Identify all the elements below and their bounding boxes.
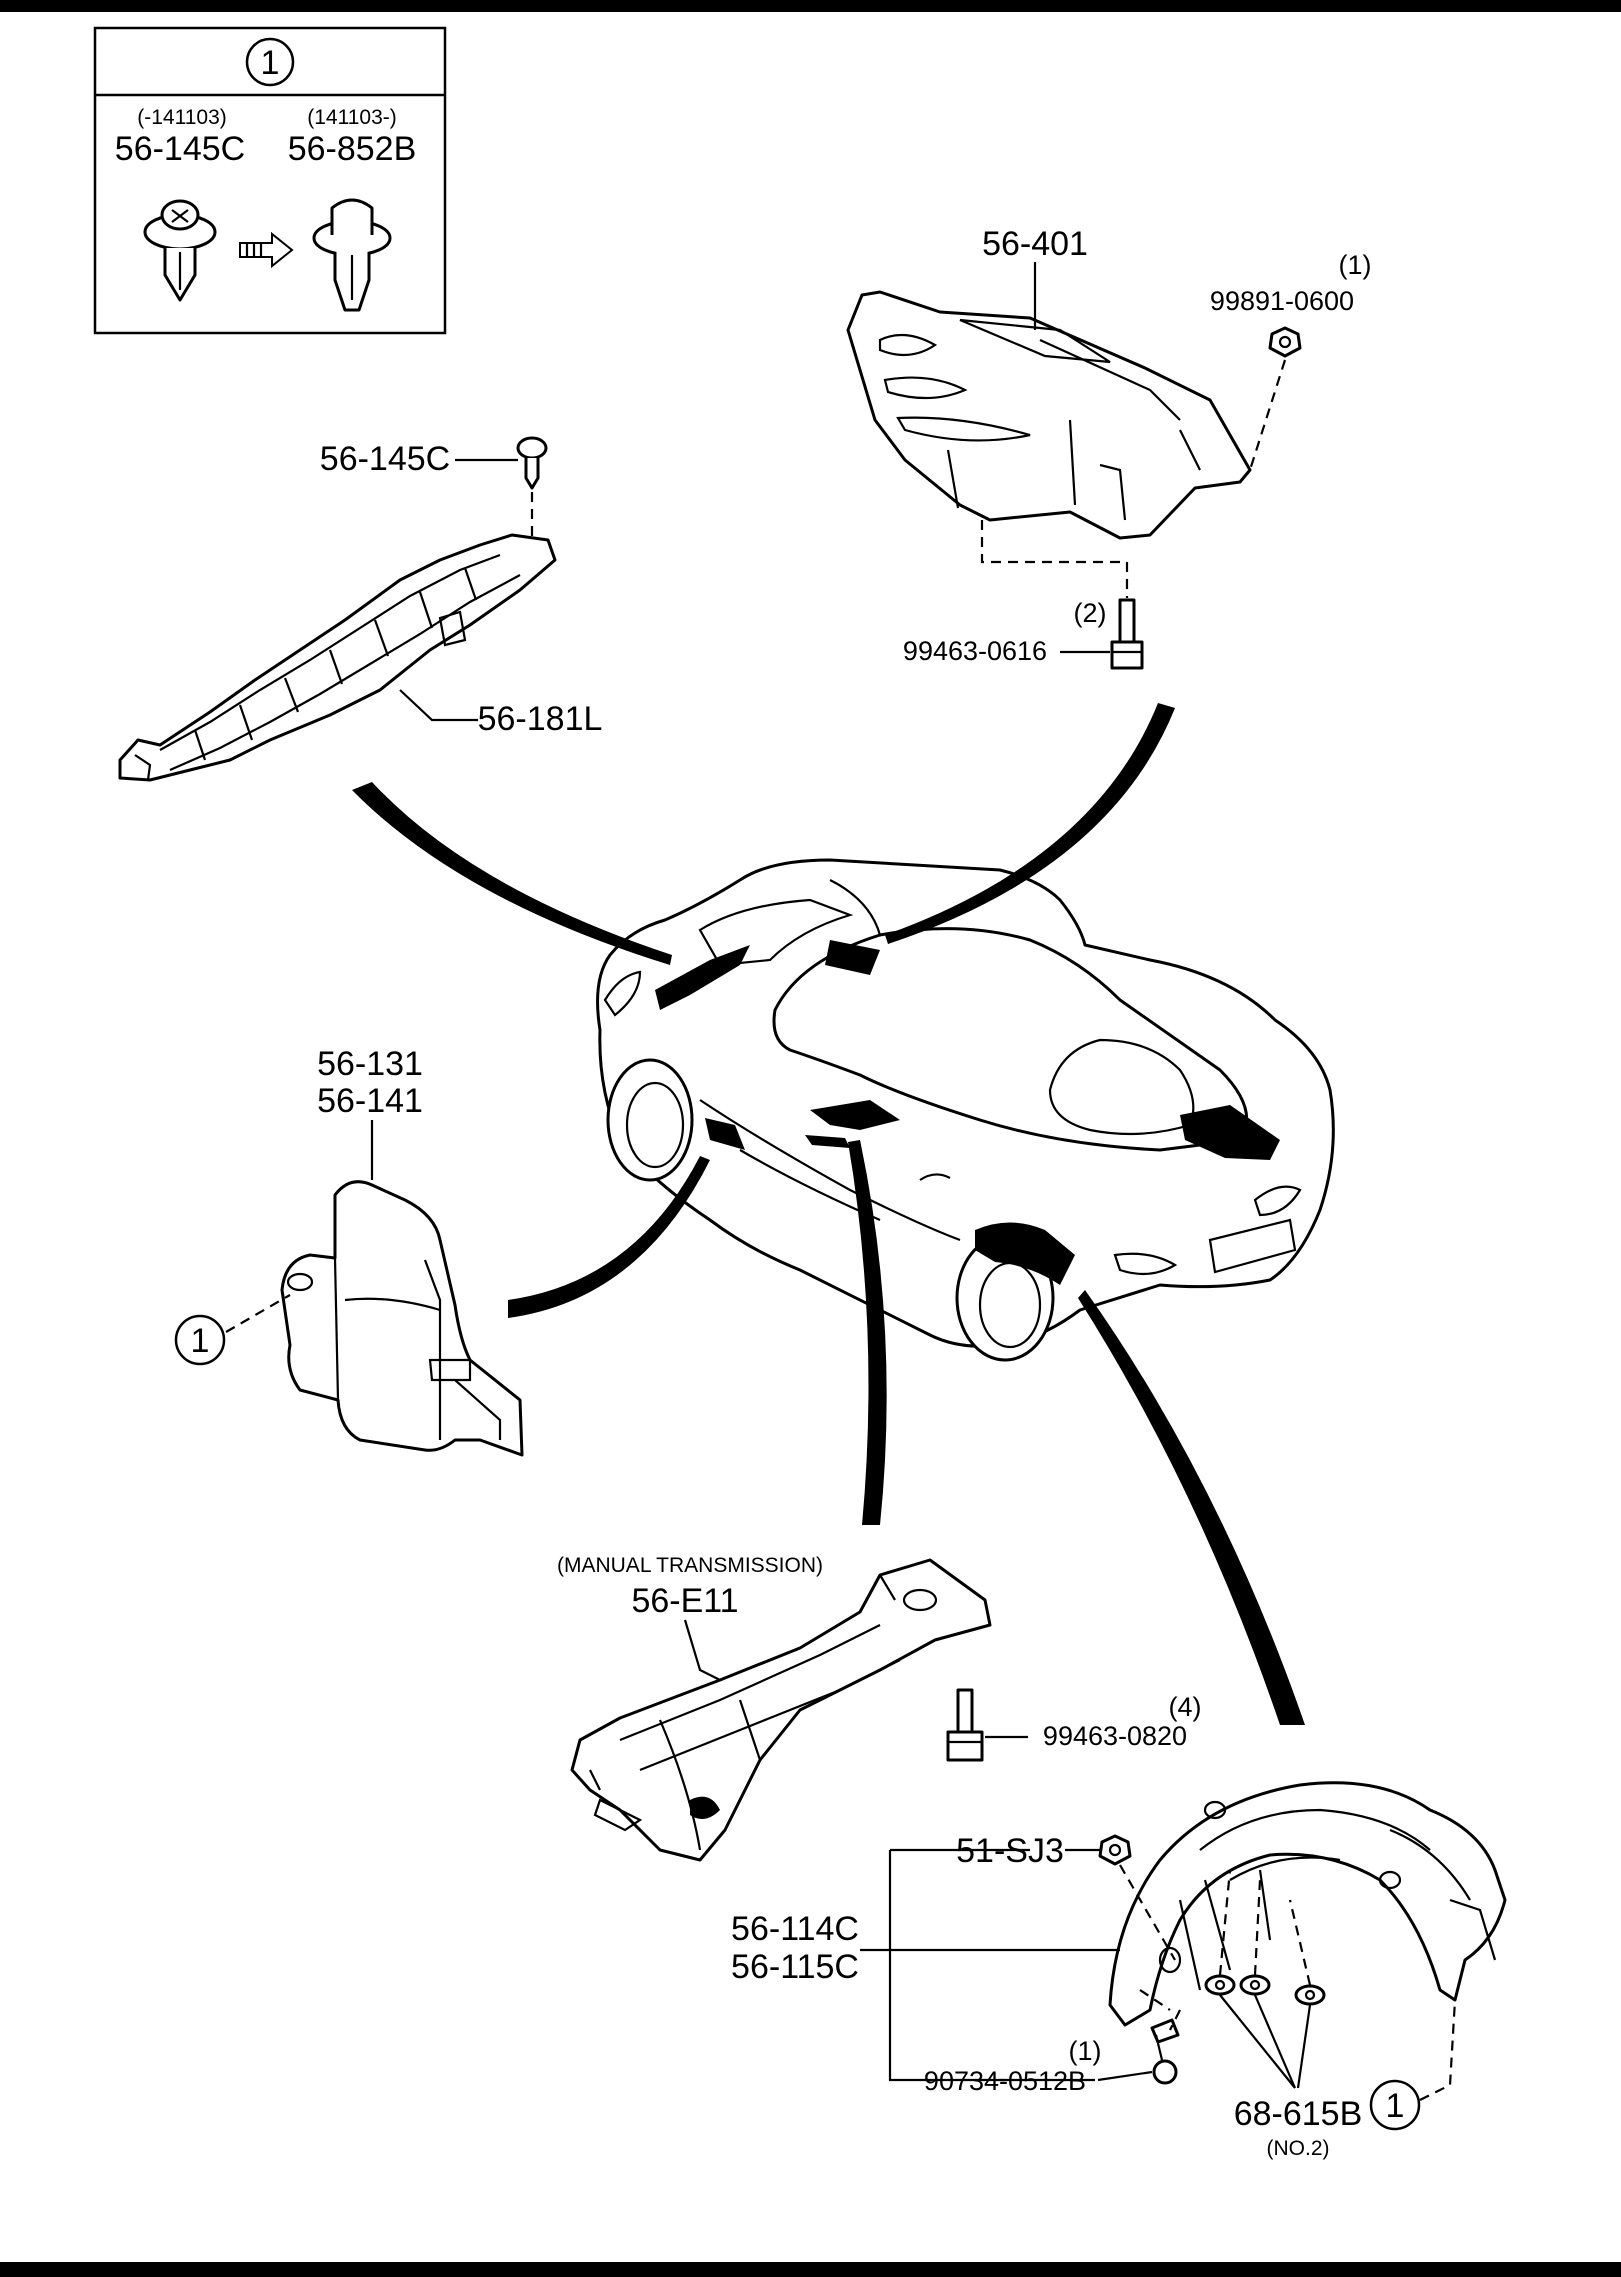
leader-front-cover (352, 782, 672, 965)
mt-note: (MANUAL TRANSMISSION) (557, 1554, 823, 1577)
bottom-border-bar (0, 2262, 1621, 2277)
leader-wheel-liner (1078, 1290, 1305, 1725)
side-cover-label-a: 56-131 (317, 1045, 423, 1083)
liner-nut-icon-c (1294, 1984, 1326, 2006)
new-clip-icon (312, 198, 392, 312)
rear-clip-label: 99891-0600 (1210, 286, 1354, 316)
front-cover-part (118, 533, 557, 782)
rear-bolt-qty: (2) (1074, 598, 1107, 628)
leader-side-cover (508, 1156, 710, 1318)
side-callout-label: 1 (191, 1322, 210, 1360)
callout-circle-label: 1 (261, 44, 280, 82)
wheel-liner-label-b: 56-115C (731, 1948, 859, 1986)
tunnel-cover-label: 56-E11 (631, 1582, 738, 1620)
callout-left-date: (-141103) (137, 106, 227, 129)
liner-nut-icon-a (1204, 1974, 1236, 1996)
callout-left-part: 56-145C (115, 130, 245, 168)
side-cover-part (280, 1180, 524, 1457)
liner-nut-label: 68-615B (1234, 2095, 1363, 2133)
rear-bolt-icon (1110, 598, 1144, 670)
wheel-liner-label-a: 56-114C (731, 1910, 859, 1948)
rear-clip-qty: (1) (1339, 250, 1372, 280)
old-clip-icon (143, 199, 217, 302)
leader-tunnel-cover (848, 1140, 887, 1525)
tunnel-bolt-icon (946, 1688, 984, 1762)
liner-screw-label: 90734-0512B (924, 2066, 1086, 2096)
liner-callout-label: 1 (1386, 2087, 1405, 2125)
tunnel-bolt-qty: (4) (1169, 1692, 1202, 1722)
top-border-bar (0, 0, 1621, 12)
front-clip-icon (516, 436, 548, 490)
liner-screw-qty: (1) (1069, 2036, 1102, 2066)
callout-circle (245, 37, 295, 87)
liner-callout-circle (1369, 2079, 1421, 2131)
tunnel-bolt-label: 99463-0820 (1043, 1721, 1187, 1751)
liner-nut-note: (NO.2) (1267, 2137, 1330, 2160)
front-cover-label: 56-181L (478, 700, 603, 738)
arrow-icon (239, 231, 294, 269)
side-callout-circle (174, 1314, 226, 1366)
callout-right-date: (141103-) (307, 106, 397, 129)
liner-clip-label: 51-SJ3 (956, 1832, 1064, 1870)
liner-screw-icon (1150, 2018, 1180, 2085)
side-cover-label-b: 56-141 (317, 1082, 423, 1120)
rear-clip-icon (1268, 326, 1302, 358)
rear-cover-label: 56-401 (982, 225, 1088, 263)
rear-bolt-label: 99463-0616 (903, 636, 1047, 666)
wheel-liner-part (1108, 1781, 1507, 2027)
car-body (596, 858, 1335, 1362)
liner-clip-icon (1098, 1834, 1132, 1866)
rear-cover-part (846, 290, 1252, 540)
liner-nut-icon-b (1239, 1974, 1271, 1996)
callout-right-part: 56-852B (288, 130, 417, 168)
tunnel-cover-part (570, 1558, 992, 1862)
front-clip-label: 56-145C (320, 440, 450, 478)
callout-box: 1 (-141103) 56-145C (141103-) 56-852B (93, 26, 447, 335)
